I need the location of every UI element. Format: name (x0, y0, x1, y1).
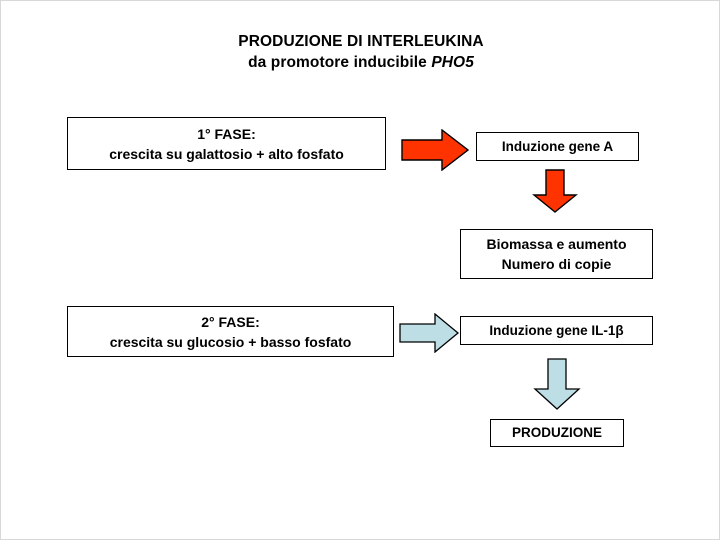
red-right-arrow-icon (401, 128, 470, 172)
title-line-2: da promotore inducibile PHO5 (1, 52, 719, 73)
phase1-condition-box: 1° FASE: crescita su galattosio + alto f… (67, 117, 386, 170)
gene-il1b-induction-label: Induzione gene IL-1β (489, 322, 624, 338)
title-line-2-prefix: da promotore inducibile (248, 54, 432, 71)
gene-il1b-induction-box: Induzione gene IL-1β (460, 316, 653, 345)
phase2-label: 2° FASE: (201, 313, 260, 330)
phase1-description: crescita su galattosio + alto fosfato (109, 145, 344, 162)
phase1-label: 1° FASE: (197, 125, 256, 142)
biomass-outcome-box: Biomassa e aumento Numero di copie (460, 229, 653, 279)
blue-right-arrow-icon (399, 312, 460, 354)
title-gene-name: PHO5 (431, 54, 474, 71)
biomass-line-1: Biomassa e aumento (486, 236, 627, 252)
phase2-condition-box: 2° FASE: crescita su glucosio + basso fo… (67, 306, 394, 357)
page-title: PRODUZIONE DI INTERLEUKINA da promotore … (1, 31, 719, 73)
production-outcome-box: PRODUZIONE (490, 419, 624, 447)
blue-down-arrow-icon (532, 358, 582, 410)
production-label: PRODUZIONE (511, 425, 602, 440)
phase2-description: crescita su glucosio + basso fosfato (109, 333, 352, 350)
red-down-arrow-icon (529, 169, 581, 213)
title-line-1: PRODUZIONE DI INTERLEUKINA (238, 33, 484, 50)
biomass-line-2: Numero di copie (501, 256, 612, 272)
gene-a-induction-label: Induzione gene A (501, 138, 614, 154)
gene-a-induction-box: Induzione gene A (476, 132, 639, 161)
